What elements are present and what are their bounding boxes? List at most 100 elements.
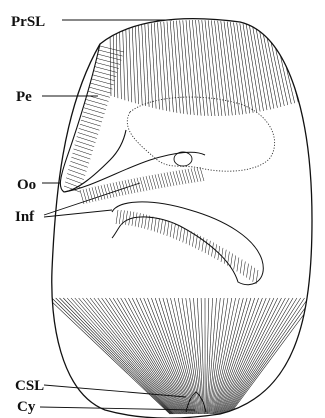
infundibulum-line [250,266,252,280]
infundibulum-line [151,217,153,231]
kinety-line [142,25,146,106]
lower-infundibulum-kineties [116,210,258,284]
kinety-line [281,32,298,102]
infundibulum-line [188,169,192,183]
peristome-line [77,137,96,143]
infundibulum-line [157,219,159,233]
infundibulum-line [185,169,189,183]
infundibulum-line [221,248,223,262]
kinety-line [265,28,281,107]
cell-body-outline [52,19,312,418]
leader-inf-2 [44,210,112,217]
peristome-line [66,178,83,184]
kinety-line [52,298,171,414]
kinety-line [135,26,138,104]
kinety-line [237,23,250,114]
infundibulum-line [143,177,147,191]
infundibulum-line [180,227,182,241]
kinety-line [229,298,312,414]
infundibulum-line [161,173,165,187]
infundibulum-line [110,183,114,197]
kinety-line [300,38,319,96]
infundibulum-line [167,172,171,186]
leader-cy [40,407,195,410]
infundibulum-line [200,167,204,181]
infundibulum-line [208,241,210,255]
infundibulum-line [134,178,138,192]
kinety-line [177,21,184,114]
kinety-line [180,20,188,114]
kinety-line [110,32,111,96]
infundibulum-line [176,171,180,185]
label-pe: Pe [16,89,32,105]
infundibulum-line [231,254,233,268]
kinety-line [224,21,236,115]
kinety-line [215,21,226,116]
kinety-line [221,298,277,414]
kinety-line [183,20,191,114]
infundibulum-line [126,211,128,225]
infundibulum-line [152,175,156,189]
kinety-line [215,298,251,414]
infundibulum-line [116,210,118,224]
label-oo: Oo [17,177,36,193]
kinety-line [297,37,316,97]
kinety-line [83,298,178,414]
infundibulum-line [192,233,194,247]
kinety-line [86,298,178,414]
kinety-line [246,24,260,111]
infundibulum-line [113,183,117,197]
infundibulum-line [191,168,195,182]
kinety-line [113,31,114,97]
infundibulum-line [177,226,179,240]
kinety-line [278,31,295,103]
kinety-line [220,298,270,414]
infundibulum-line [205,239,207,253]
infundibulum-line [189,231,191,245]
kinety-line [221,21,233,115]
infundibulum-line [116,182,120,196]
kinety-line [206,298,209,414]
peristome-line [69,165,86,171]
infundibulum-line [98,186,102,200]
infundibulum-line [247,264,249,278]
kinety-line [63,298,173,414]
infundibulum-line [146,176,150,190]
peristome-outline [60,44,126,192]
kinety-line [132,27,135,104]
kinety-line [226,298,297,414]
peristome-line [67,174,84,180]
infundibulum-line [158,174,162,188]
kinety-line [294,36,312,98]
infundibulum-line [119,210,121,224]
kinety-line [291,35,309,99]
kinety-line [234,22,247,113]
kinety-line [116,30,118,98]
kinety-line [170,21,177,113]
micronucleus [174,152,192,166]
infundibulum-line [186,230,188,244]
kinety-line [79,298,177,414]
infundibulum-line [164,173,168,187]
infundibulum-line [142,214,144,228]
kinety-line [222,298,281,414]
infundibulum-line [183,228,185,242]
infundibulum-line [212,243,214,257]
infundibulum-line [137,178,141,192]
infundibulum-line [154,218,156,232]
kinety-line [123,29,125,100]
kinety-line [173,21,180,114]
infundibulum-line [179,170,183,184]
kinety-line [275,30,292,104]
peristome-line [68,170,85,176]
kinety-line [90,298,179,414]
infundibulum-line [243,262,245,276]
infundibulum-line [107,184,111,198]
kinety-line [223,298,285,414]
kinety-line [98,298,181,414]
kinety-line [71,298,175,414]
infundibulum-line [170,172,174,186]
kinety-line [113,298,185,414]
infundibulum-line [182,170,186,184]
